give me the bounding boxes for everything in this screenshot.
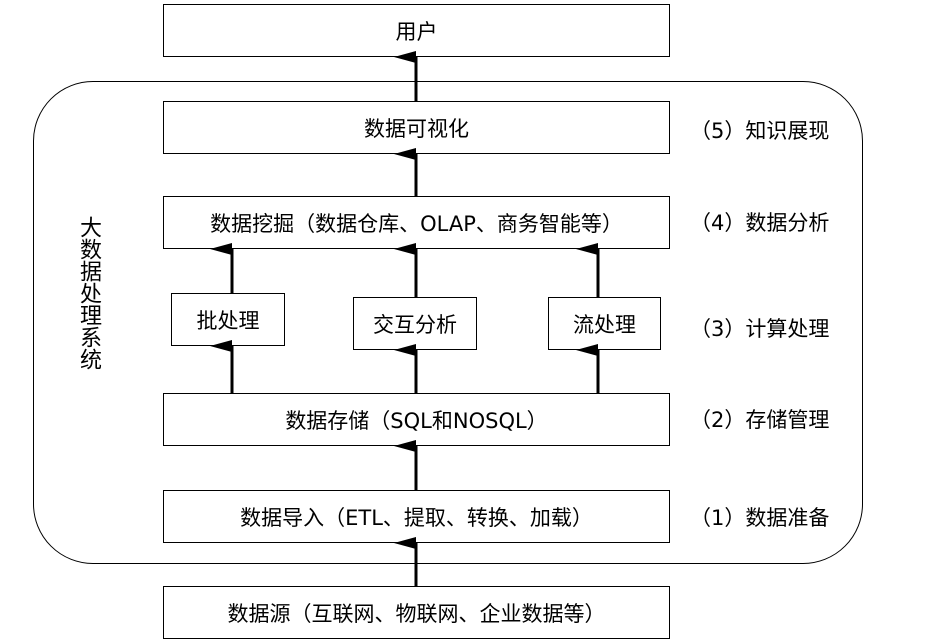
data-mining-box: 数据挖掘（数据仓库、OLAP、商务智能等） [163,196,670,249]
interactive-analysis-box: 交互分析 [353,297,477,350]
big-data-system-frame [33,81,863,564]
system-label: 大数据处理系统 [76,216,101,370]
stage-5-label: （5）知识展现 [690,119,830,143]
stage-3-label: （3）计算处理 [690,317,830,341]
batch-processing-box: 批处理 [171,293,285,346]
data-storage-box: 数据存储（SQL和NOSQL） [163,393,670,446]
visualization-box: 数据可视化 [163,101,670,154]
data-sources-box: 数据源（互联网、物联网、企业数据等） [163,586,670,639]
stage-2-label: （2）存储管理 [690,408,830,432]
stream-processing-box: 流处理 [548,297,661,350]
data-import-box: 数据导入（ETL、提取、转换、加载） [163,490,670,543]
user-box: 用户 [163,4,670,57]
stage-1-label: （1）数据准备 [690,506,830,530]
stage-4-label: （4）数据分析 [690,211,830,235]
